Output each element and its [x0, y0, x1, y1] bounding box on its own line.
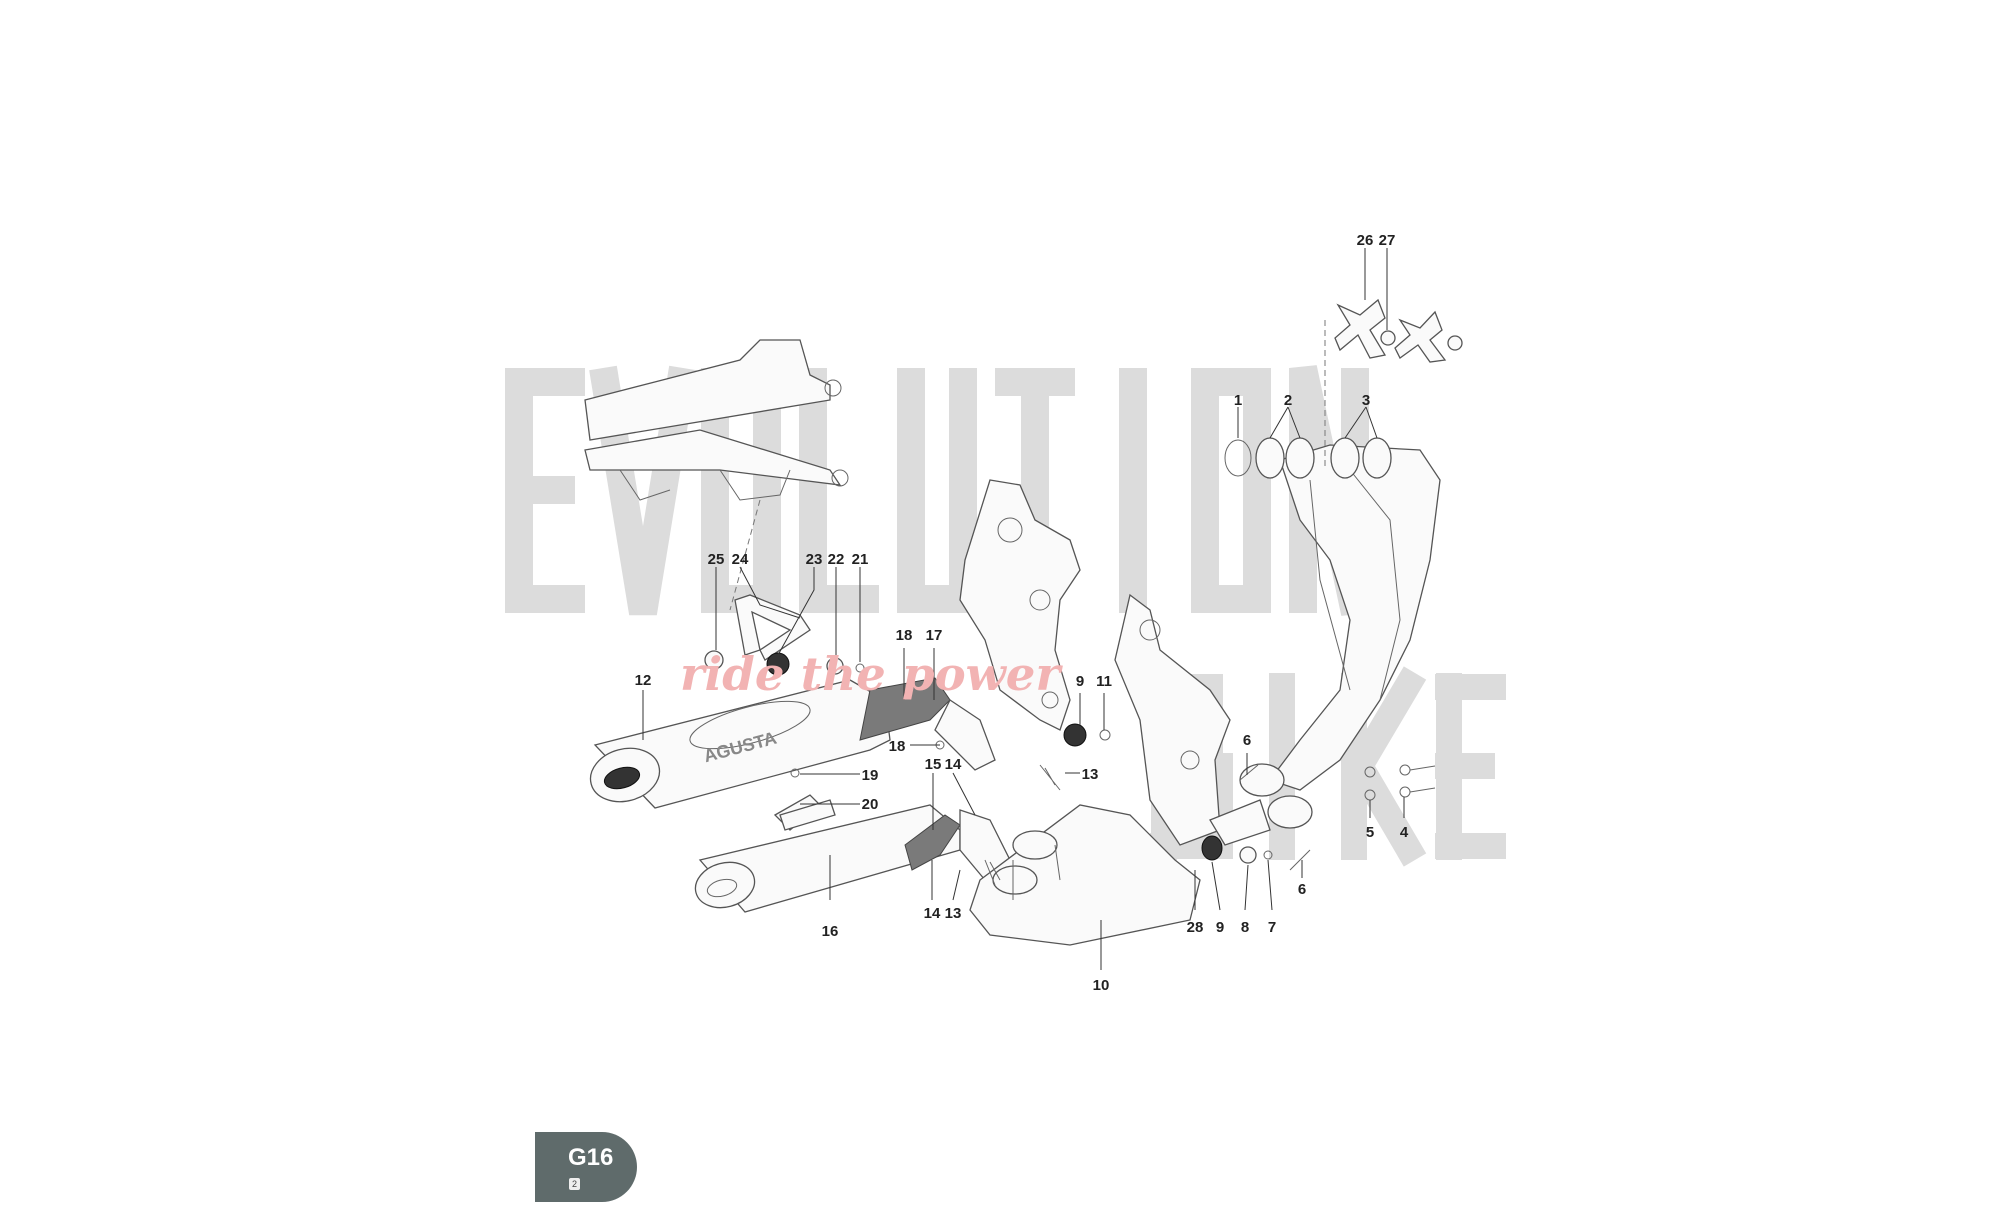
- exhaust-gaskets: [1224, 437, 1392, 479]
- callout-23: 23: [806, 551, 823, 568]
- callout-17: 17: [926, 627, 943, 644]
- callout-18: 18: [896, 627, 913, 644]
- callout-13-lower: 13: [945, 905, 962, 922]
- callout-6: 6: [1243, 732, 1251, 749]
- callout-28: 28: [1187, 919, 1204, 936]
- watermark-slogan: ride the power: [680, 647, 1064, 701]
- callout-15: 15: [925, 756, 942, 773]
- rear-subframe: [584, 339, 849, 611]
- lower-muffler: [694, 794, 1011, 913]
- callout-4: 4: [1400, 824, 1409, 841]
- callout-9-lower: 9: [1216, 919, 1224, 936]
- callout-2: 2: [1284, 392, 1292, 409]
- callout-10: 10: [1093, 977, 1110, 994]
- callout-16: 16: [822, 923, 839, 940]
- callout-5: 5: [1366, 824, 1374, 841]
- exhaust-flanges: [1324, 298, 1463, 470]
- callout-labels: 26 27 1 2 3 25 24 23 22 21 18 17 12 9 11…: [635, 232, 1409, 994]
- callout-18-lower: 18: [889, 738, 906, 755]
- callout-3: 3: [1362, 392, 1370, 409]
- callout-13: 13: [1082, 766, 1099, 783]
- leader-lines: [642, 248, 1405, 970]
- callout-8: 8: [1241, 919, 1249, 936]
- callout-24: 24: [732, 551, 749, 568]
- callout-22: 22: [828, 551, 845, 568]
- header-pipes: [1201, 444, 1441, 864]
- collector-box: [969, 804, 1201, 946]
- callout-9: 9: [1076, 673, 1084, 690]
- footpeg-hanger: [959, 479, 1081, 731]
- page-badge: G16 2: [535, 1132, 637, 1202]
- heel-guard-plate: [1114, 593, 1231, 846]
- callout-1: 1: [1234, 392, 1242, 409]
- callout-25: 25: [708, 551, 725, 568]
- callout-12: 12: [635, 672, 652, 689]
- callout-7: 7: [1268, 919, 1276, 936]
- watermark-letters-evolution: [505, 365, 1369, 616]
- callout-26: 26: [1357, 232, 1374, 249]
- page-sub-index: 2: [569, 1178, 580, 1190]
- callout-14: 14: [945, 756, 962, 773]
- callout-14-lower: 14: [924, 905, 941, 922]
- callout-6-lower: 6: [1298, 881, 1306, 898]
- callout-20: 20: [862, 796, 879, 813]
- callout-11: 11: [1096, 673, 1112, 690]
- callout-19: 19: [862, 767, 879, 784]
- callout-21: 21: [852, 551, 869, 568]
- hardware: [779, 723, 1436, 886]
- muffler-bracket: [704, 594, 865, 676]
- callout-27: 27: [1379, 232, 1396, 249]
- upper-muffler: [589, 677, 996, 809]
- page-code: G16: [568, 1144, 614, 1171]
